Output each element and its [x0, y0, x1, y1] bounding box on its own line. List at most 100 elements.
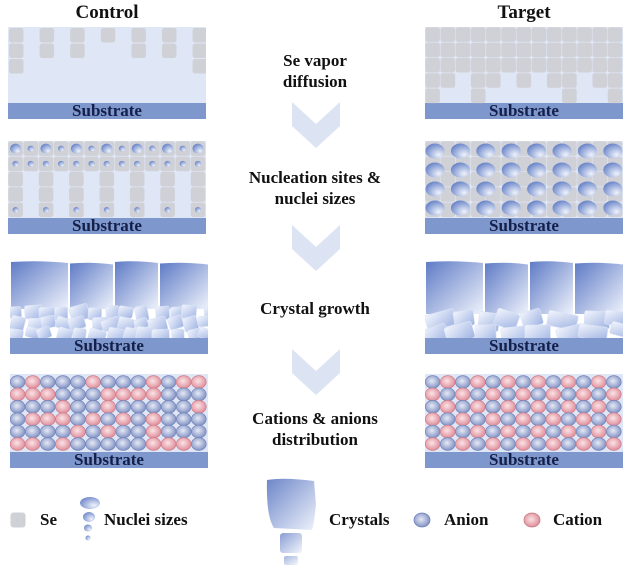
cation-sphere: [191, 400, 207, 414]
anion-sphere: [515, 375, 531, 389]
legend-se-label: Se: [40, 510, 57, 529]
se-block: [607, 88, 623, 104]
se-block: [531, 42, 547, 58]
cation-sphere: [470, 375, 486, 389]
anion-sphere: [115, 400, 132, 414]
nucleus: [179, 145, 186, 152]
se-block: [577, 27, 592, 42]
se-block: [592, 171, 608, 187]
substrate-layer: [8, 103, 206, 119]
anion-sphere: [55, 424, 71, 439]
se-block: [160, 171, 175, 187]
se-block: [8, 171, 23, 187]
nucleus: [425, 143, 445, 159]
nucleus: [552, 181, 572, 197]
se-block: [131, 43, 146, 58]
anion-sphere: [160, 424, 177, 439]
se-block: [190, 171, 206, 187]
nucleus: [58, 160, 65, 167]
anion-sphere: [470, 387, 486, 402]
cation-sphere: [439, 375, 456, 389]
nucleus: [179, 160, 186, 167]
chevron-down-icon: [292, 349, 340, 395]
target-nucleation-panel: Substrate: [425, 141, 623, 234]
se-block: [9, 43, 24, 58]
anion-sphere: [485, 400, 501, 414]
crystals-icon: [266, 478, 316, 565]
anion-sphere: [590, 437, 607, 451]
se-block: [131, 28, 146, 43]
cation-sphere: [55, 412, 71, 426]
anion-sphere: [40, 437, 56, 451]
cation-sphere: [425, 387, 441, 402]
se-block: [562, 42, 577, 58]
cation-sphere: [115, 412, 132, 426]
cation-sphere: [145, 387, 162, 402]
cation-sphere: [530, 424, 547, 439]
se-block: [577, 42, 592, 58]
anion-sphere: [130, 400, 147, 414]
anion-sphere: [439, 437, 456, 451]
target-crystal-growth-panel: Substrate: [425, 260, 623, 354]
cation-sphere: [485, 387, 501, 402]
anion-sphere: [425, 424, 441, 439]
small-grain: [609, 321, 623, 341]
se-block: [577, 57, 592, 73]
se-block: [607, 73, 623, 88]
nucleus: [527, 181, 547, 197]
anion-sphere: [130, 437, 147, 451]
se-block: [562, 88, 577, 104]
nucleus: [450, 181, 470, 197]
step-label-distribution: Cations & anions distribution: [215, 408, 415, 450]
anion-sphere: [545, 400, 562, 414]
substrate-layer: [10, 338, 208, 354]
control-nucleation-panel: Substrate: [8, 141, 206, 234]
nucleus: [577, 143, 597, 159]
se-block: [531, 57, 547, 73]
nucleus: [552, 162, 572, 178]
cation-sphere: [575, 387, 592, 402]
nucleus: [134, 160, 141, 167]
nucleus: [192, 143, 204, 154]
nucleus: [27, 145, 34, 152]
anion-sphere: [485, 375, 501, 389]
se-block: [192, 28, 206, 43]
nucleus: [149, 160, 156, 167]
cation-sphere: [40, 387, 56, 402]
cation-sphere: [455, 387, 471, 402]
se-block: [531, 27, 547, 42]
se-block: [516, 57, 532, 73]
cation-sphere: [545, 437, 562, 451]
anion-sphere: [175, 387, 192, 402]
anion-sphere: [560, 412, 577, 426]
nucleus: [552, 200, 572, 216]
nucleus: [162, 143, 174, 154]
nucleus: [450, 143, 470, 159]
nucleus: [501, 181, 521, 197]
se-block: [38, 187, 54, 202]
se-block: [486, 73, 501, 88]
anion-sphere: [10, 412, 26, 426]
substrate-layer: [425, 452, 623, 468]
nucleus: [73, 160, 80, 167]
ion-distribution-illustration: [425, 374, 623, 468]
anion-sphere: [470, 412, 486, 426]
anion-sphere: [100, 375, 116, 389]
nucleus: [603, 143, 623, 159]
control-crystal-growth-panel: Substrate: [10, 260, 208, 354]
se-block: [470, 27, 486, 42]
cation-sphere: [145, 412, 162, 426]
nucleus: [476, 162, 496, 178]
cation-sphere: [455, 412, 471, 426]
anion-sphere: [130, 424, 147, 439]
cation-sphere: [85, 412, 101, 426]
se-block: [486, 27, 501, 42]
substrate-layer: [425, 338, 623, 354]
cation-sphere: [145, 375, 162, 389]
anion-sphere: [500, 437, 516, 451]
columnar-crystal: [70, 262, 113, 309]
se-block: [192, 59, 206, 74]
cation-sphere: [470, 400, 486, 414]
step-label-line2: diffusion: [282, 72, 348, 91]
anion-sphere: [55, 375, 71, 389]
